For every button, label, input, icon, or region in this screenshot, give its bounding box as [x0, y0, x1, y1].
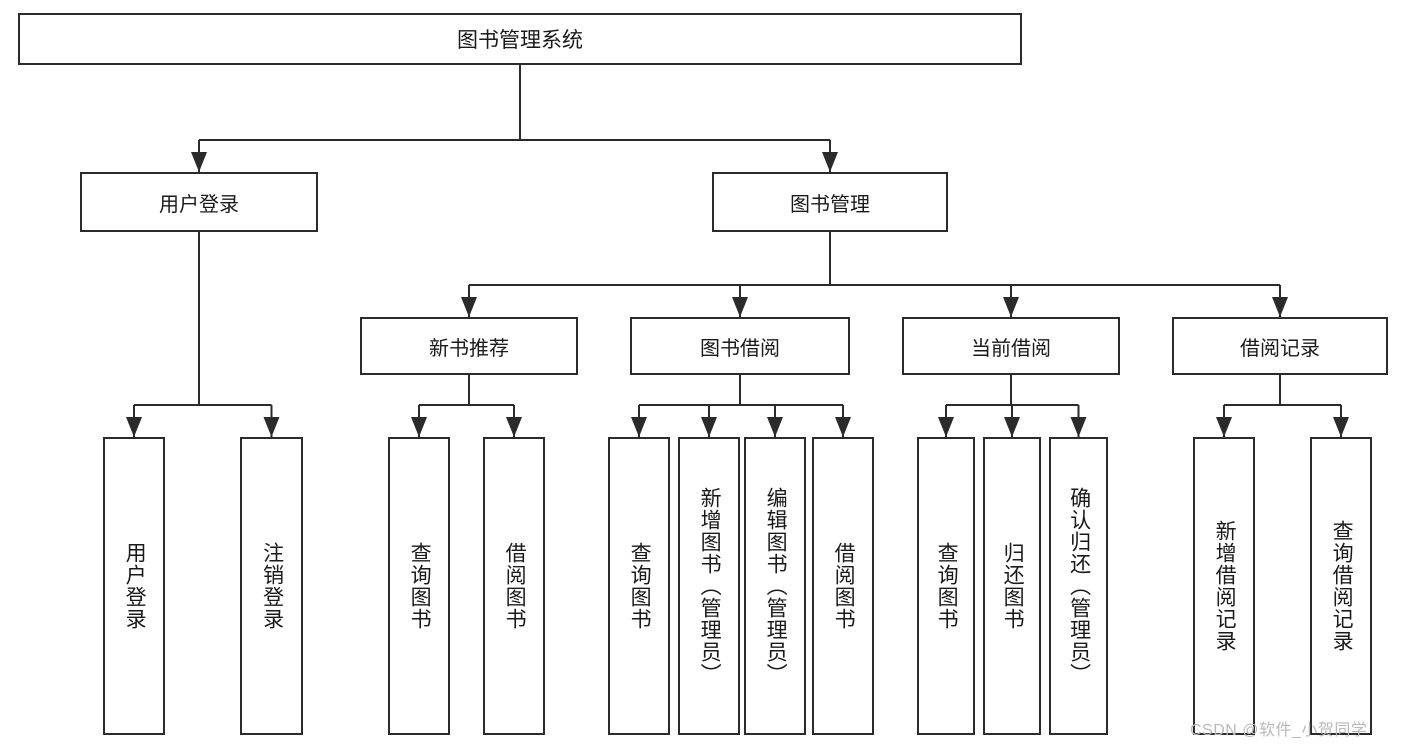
node-l6[interactable]: 新增图书（管理员） — [678, 437, 740, 735]
node-label: 图书管理系统 — [457, 29, 583, 52]
node-borrow[interactable]: 图书借阅 — [630, 317, 850, 375]
node-bookmgmt[interactable]: 图书管理 — [712, 172, 948, 232]
node-current[interactable]: 当前借阅 — [902, 317, 1120, 375]
node-label: 用户登录 — [159, 193, 239, 216]
node-l10[interactable]: 归还图书 — [983, 437, 1041, 735]
node-l5[interactable]: 查询图书 — [608, 437, 670, 735]
node-label: 图书借阅 — [700, 337, 780, 360]
node-l3[interactable]: 查询图书 — [388, 437, 450, 735]
node-l7[interactable]: 编辑图书（管理员） — [744, 437, 806, 735]
node-label: 新书推荐 — [429, 337, 509, 360]
node-login[interactable]: 用户登录 — [80, 172, 318, 232]
node-l11[interactable]: 确认归还（管理员） — [1049, 437, 1108, 735]
node-root[interactable]: 图书管理系统 — [18, 13, 1022, 65]
node-label: 借阅图书 — [503, 542, 527, 630]
node-label: 借阅记录 — [1240, 337, 1320, 360]
node-label: 归还图书 — [1001, 542, 1025, 630]
node-label: 查询图书 — [935, 542, 959, 630]
node-label: 查询图书 — [408, 542, 432, 630]
node-l13[interactable]: 查询借阅记录 — [1310, 437, 1372, 735]
node-label: 借阅图书 — [832, 542, 856, 630]
node-l12[interactable]: 新增借阅记录 — [1193, 437, 1255, 735]
node-label: 新增借阅记录 — [1213, 520, 1237, 652]
node-label: 查询借阅记录 — [1330, 520, 1354, 652]
node-l4[interactable]: 借阅图书 — [483, 437, 545, 735]
node-label: 注销登录 — [260, 542, 284, 630]
node-label: 当前借阅 — [971, 337, 1051, 360]
node-label: 确认归还（管理员） — [1067, 487, 1091, 685]
node-l1[interactable]: 用户登录 — [103, 437, 165, 735]
node-label: 新增图书（管理员） — [698, 487, 722, 685]
node-l8[interactable]: 借阅图书 — [812, 437, 874, 735]
node-newrec[interactable]: 新书推荐 — [360, 317, 578, 375]
node-records[interactable]: 借阅记录 — [1172, 317, 1388, 375]
node-l2[interactable]: 注销登录 — [240, 437, 303, 735]
node-label: 用户登录 — [123, 542, 147, 630]
node-l9[interactable]: 查询图书 — [917, 437, 975, 735]
node-label: 图书管理 — [790, 193, 870, 216]
node-label: 编辑图书（管理员） — [764, 487, 788, 685]
node-label: 查询图书 — [628, 542, 652, 630]
